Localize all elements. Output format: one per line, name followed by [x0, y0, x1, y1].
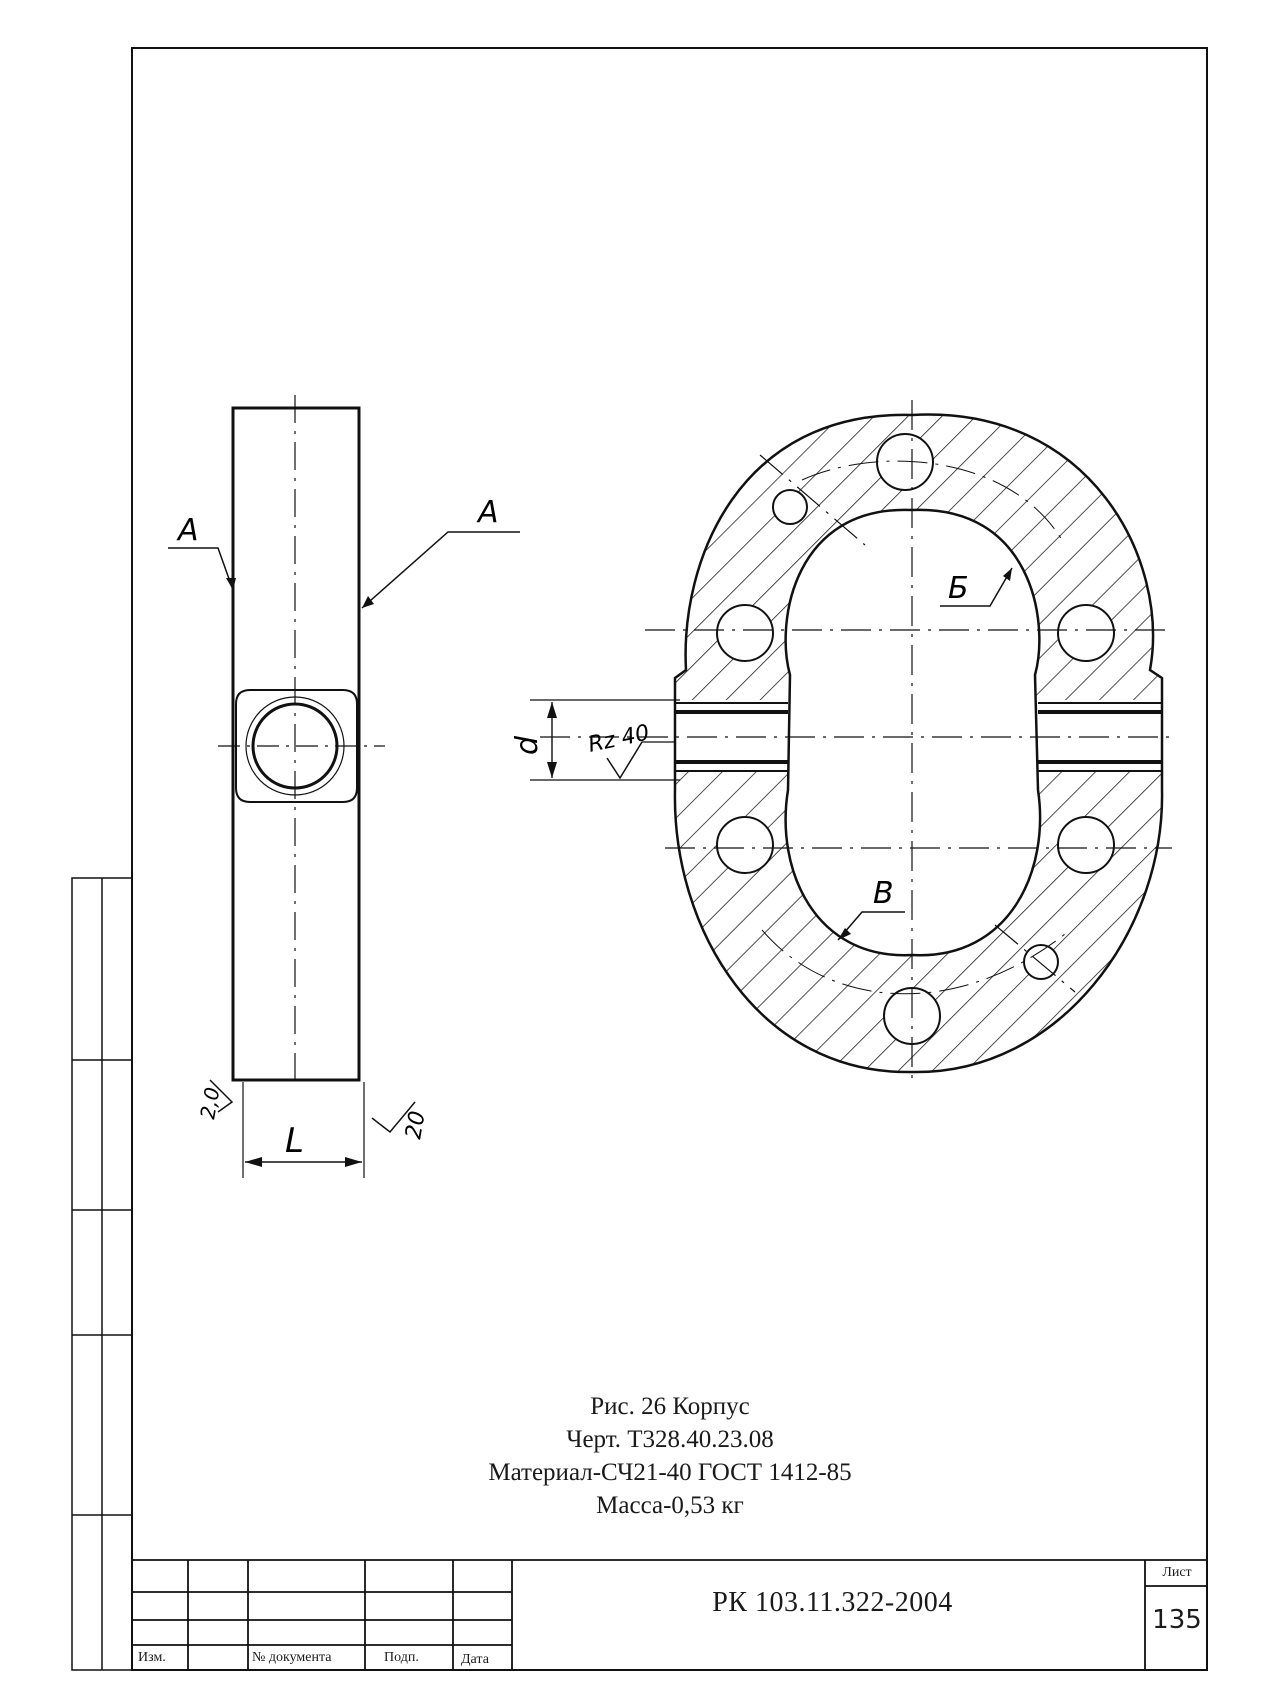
caption-mass: Масса-0,53 кг: [596, 1492, 744, 1519]
title-block-izm: Изм.: [138, 1650, 166, 1665]
leader-label-a-right: А: [476, 495, 499, 530]
dimension-d-label: d: [510, 735, 545, 755]
title-block: [132, 1559, 1207, 1670]
section-view: [530, 400, 1172, 1085]
sheet-label: Лист: [1162, 1565, 1192, 1580]
chamfer-label: 2,0: [195, 1085, 224, 1120]
caption-drawing-number: Черт. Т328.40.23.08: [566, 1426, 774, 1453]
title-block-podp: Подп.: [384, 1650, 419, 1665]
roughness-40-label: Rz 40: [586, 721, 652, 758]
section-label-b: Б: [948, 571, 969, 606]
document-code: РК 103.11.322-2004: [712, 1587, 953, 1618]
roughness-20-label: 20: [401, 1109, 430, 1141]
title-block-document: № документа: [252, 1650, 332, 1665]
dimension-l-label: L: [285, 1121, 304, 1161]
caption-material: Материал-СЧ21-40 ГОСТ 1412-85: [488, 1459, 852, 1486]
title-block-data: Дата: [461, 1652, 489, 1667]
figure-caption: Рис. 26 Корпус Черт. Т328.40.23.08 Матер…: [380, 1390, 960, 1522]
sheet-frame: [131, 47, 1208, 1671]
caption-title: Рис. 26 Корпус: [590, 1393, 750, 1420]
side-view: [168, 395, 520, 1178]
sheet-number: 135: [1152, 1605, 1202, 1635]
left-margin-strip: [71, 877, 133, 1671]
leader-label-a-left: А: [176, 513, 199, 548]
section-label-v: В: [873, 876, 894, 911]
